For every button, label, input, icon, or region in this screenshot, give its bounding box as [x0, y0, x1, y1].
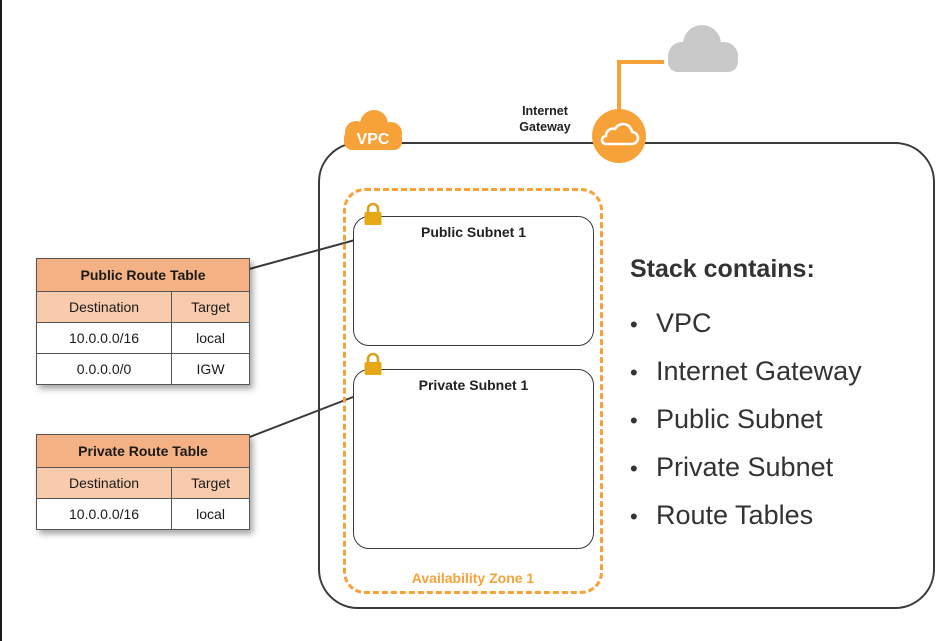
stack-contains-title: Stack contains: [630, 255, 815, 283]
bullet-icon: • [630, 312, 638, 337]
bullet-icon: • [630, 456, 638, 481]
bullet-icon: • [630, 504, 638, 529]
private-route-table: Private Route Table Destination Target 1… [35, 434, 250, 530]
stack-item-label: Private Subnet [656, 452, 834, 482]
private-route-target: local [171, 498, 250, 530]
table-row: 0.0.0.0/0 IGW [35, 353, 250, 385]
stack-item-label: VPC [656, 308, 712, 338]
left-edge-border [0, 0, 2, 641]
public-route-table-header-target: Target [171, 291, 250, 323]
public-route-destination: 0.0.0.0/0 [35, 353, 173, 385]
bullet-icon: • [630, 408, 638, 433]
vpc-cloud-badge-icon: VPC [344, 110, 402, 150]
private-subnet-lock-icon [364, 352, 382, 375]
public-route-target: IGW [171, 353, 250, 385]
stack-item-label: Public Subnet [656, 404, 823, 434]
public-route-target: local [171, 322, 250, 354]
public-route-destination: 10.0.0.0/16 [35, 322, 173, 354]
internet-gateway-icon [592, 109, 646, 163]
list-item: • Private Subnet [630, 447, 862, 495]
list-item: • Internet Gateway [630, 351, 862, 399]
list-item: • Public Subnet [630, 399, 862, 447]
public-route-table-header-destination: Destination [35, 291, 173, 323]
public-subnet: Public Subnet 1 [353, 216, 594, 346]
public-subnet-label: Public Subnet 1 [420, 224, 526, 240]
list-item: • VPC [630, 303, 862, 351]
availability-zone-container [343, 188, 603, 594]
internet-gateway-label-line-1: Internet [522, 104, 568, 118]
public-subnet-lock-icon [364, 202, 382, 225]
public-route-table: Public Route Table Destination Target 10… [35, 258, 250, 385]
bullet-icon: • [630, 360, 638, 385]
public-route-table-title: Public Route Table [36, 258, 250, 292]
internet-cloud-icon [668, 25, 738, 72]
internet-gateway-label-line-2: Gateway [519, 120, 571, 134]
vpc-label: VPC [357, 131, 390, 148]
private-subnet-label: Private Subnet 1 [418, 377, 529, 393]
table-row: 10.0.0.0/16 local [35, 498, 250, 530]
private-route-table-title: Private Route Table [36, 434, 250, 468]
stack-item-label: Internet Gateway [656, 356, 862, 386]
list-item: • Route Tables [630, 495, 862, 543]
private-route-table-header-target: Target [171, 467, 250, 499]
stack-item-label: Route Tables [656, 500, 814, 530]
availability-zone-label: Availability Zone 1 [411, 570, 535, 586]
stack-contents-list: • VPC • Internet Gateway • Public Subnet • P… [630, 303, 862, 543]
private-route-table-header-destination: Destination [35, 467, 173, 499]
private-route-destination: 10.0.0.0/16 [35, 498, 173, 530]
table-row: 10.0.0.0/16 local [35, 322, 250, 354]
private-subnet: Private Subnet 1 [353, 369, 594, 549]
internet-gateway-label: Internet Gateway [500, 103, 590, 135]
